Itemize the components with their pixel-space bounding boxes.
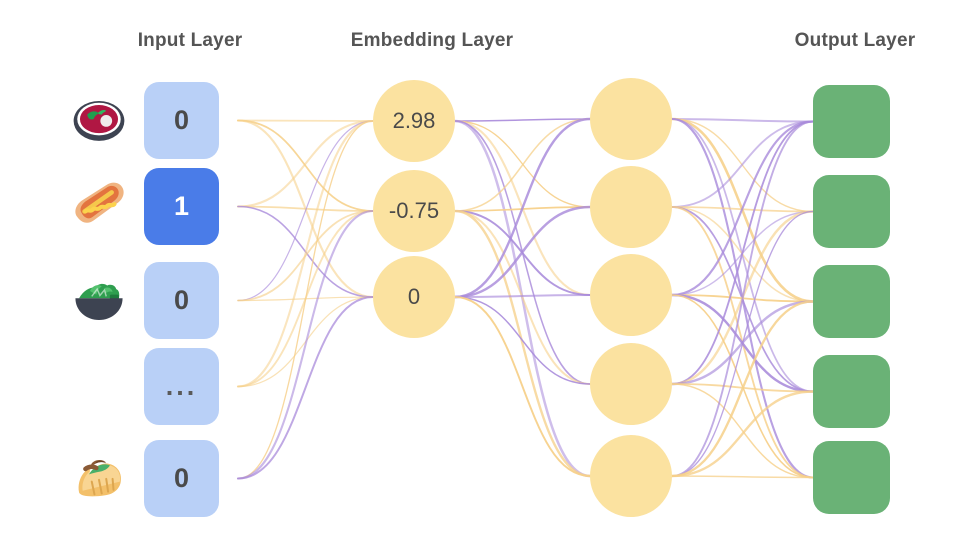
output-node[interactable] (813, 265, 890, 338)
input-layer-title: Input Layer (137, 30, 243, 51)
input-value-box-ellipsis[interactable]: ... (144, 348, 219, 425)
hidden-node[interactable] (590, 343, 672, 425)
salad-bowl-icon (70, 271, 128, 329)
output-node[interactable] (813, 355, 890, 428)
hidden-node[interactable] (590, 254, 672, 336)
hidden-node[interactable] (590, 435, 672, 517)
hot-dog-icon (70, 177, 128, 235)
output-layer-title: Output Layer (794, 30, 916, 51)
output-node[interactable] (813, 441, 890, 514)
hidden-node[interactable] (590, 78, 672, 160)
embedding-node[interactable]: 0 (373, 256, 455, 338)
embedding-layer-title: Embedding Layer (350, 30, 514, 51)
embedding-node[interactable]: -0.75 (373, 170, 455, 252)
input-value-box[interactable]: 0 (144, 440, 219, 517)
output-node[interactable] (813, 175, 890, 248)
embedding-node[interactable]: 2.98 (373, 80, 455, 162)
output-node[interactable] (813, 85, 890, 158)
taco-icon (70, 449, 128, 507)
hidden-node[interactable] (590, 166, 672, 248)
input-value-box[interactable]: 0 (144, 262, 219, 339)
input-value-box-active[interactable]: 1 (144, 168, 219, 245)
input-value-box[interactable]: 0 (144, 82, 219, 159)
steak-bowl-icon (70, 91, 128, 149)
